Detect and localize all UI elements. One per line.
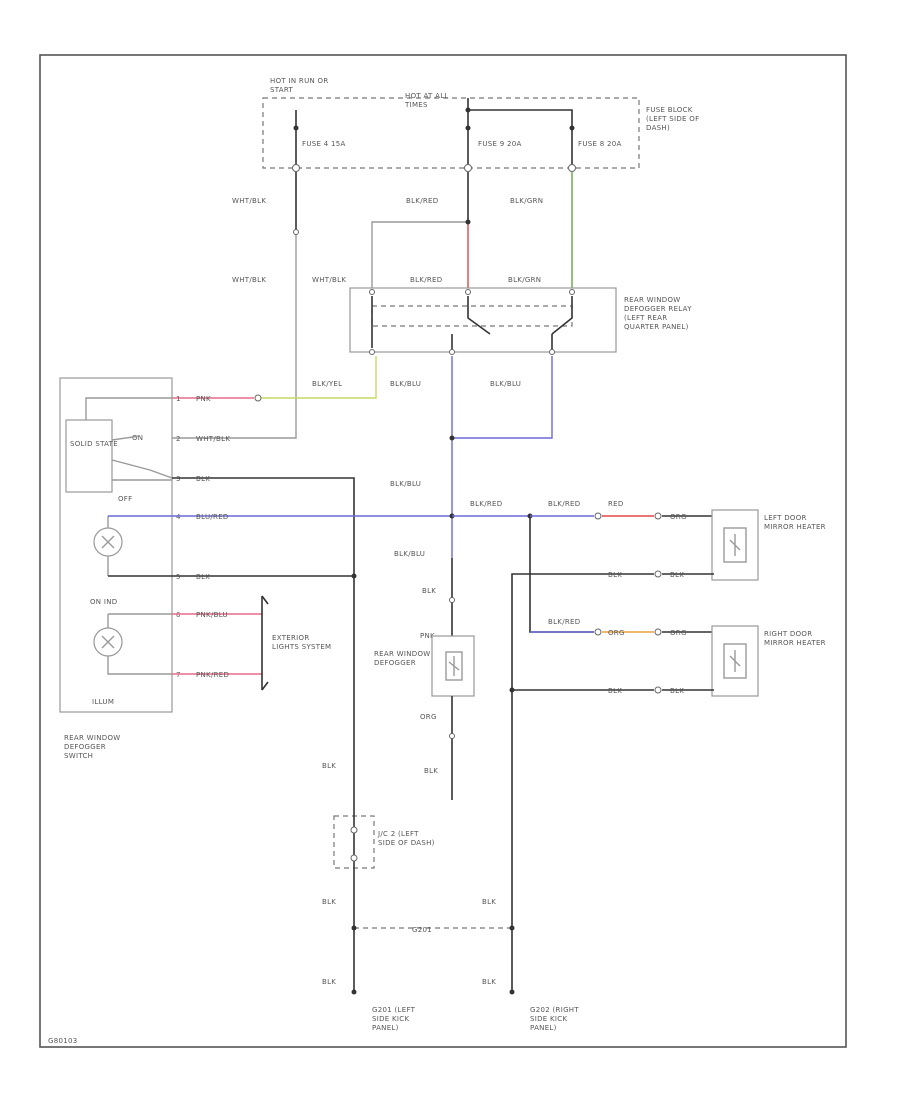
solid-state-label: SOLID STATE bbox=[70, 440, 118, 448]
switch-on-label: ON bbox=[132, 434, 143, 442]
wire-label-org-def: ORG bbox=[420, 713, 437, 721]
wire-label-blk-red-4: BLK/RED bbox=[548, 500, 580, 508]
fuse-8-label: FUSE 8 20A bbox=[578, 140, 622, 148]
fuse-9-terminal bbox=[464, 164, 472, 172]
wire-label-blk-g3: BLK bbox=[322, 978, 336, 986]
wire-label-blk-red-1: BLK/RED bbox=[406, 197, 438, 205]
wire-blk-blu-return bbox=[452, 356, 553, 439]
wire-label-wht-blk-2: WHT/BLK bbox=[232, 276, 266, 284]
wire-label-pnk-blu: PNK/BLU bbox=[196, 611, 228, 619]
wire-relay-feed bbox=[371, 221, 468, 288]
switch-illum-label: ILLUM bbox=[92, 698, 114, 706]
ground-mid-label: G201 bbox=[412, 926, 432, 934]
pin-7: 7 bbox=[176, 671, 181, 679]
wire-label-blk-gnd-2: BLK bbox=[670, 571, 684, 579]
wire-label-blk-jc: BLK bbox=[322, 762, 336, 770]
wire-label-blk-red-5: BLK/RED bbox=[548, 618, 580, 626]
wire-label-blk-blu-3: BLK/BLU bbox=[390, 480, 421, 488]
fuse-8-terminal bbox=[568, 164, 576, 172]
wire-label-blk-g2: BLK bbox=[482, 898, 496, 906]
wire-label-blk-blu-2: BLK/BLU bbox=[490, 380, 521, 388]
wire-label-blk-blu-1: BLK/BLU bbox=[390, 380, 421, 388]
wire-label-blk-g4: BLK bbox=[482, 978, 496, 986]
wire-blk-ground bbox=[172, 477, 355, 812]
fuse-9-label: FUSE 9 20A bbox=[478, 140, 522, 148]
wire-label-blk-gnd-1: BLK bbox=[608, 571, 622, 579]
wire-blk-yel bbox=[260, 356, 377, 399]
wire-label-blk-def-gnd: BLK bbox=[424, 767, 438, 775]
wire-label-blk-blu-4: BLK/BLU bbox=[394, 550, 425, 558]
wire-label-blk-g1: BLK bbox=[322, 898, 336, 906]
pin-6: 6 bbox=[176, 611, 181, 619]
wire-label-pnk-def: PNK bbox=[420, 632, 435, 640]
wire-right-ground-bus bbox=[511, 573, 654, 930]
wire-label-blk-sw: BLK bbox=[196, 475, 210, 483]
pin-1: 1 bbox=[176, 395, 181, 403]
wire-label-blk-grn-1: BLK/GRN bbox=[510, 197, 543, 205]
switch-on-ind-label: ON IND bbox=[90, 598, 117, 606]
pin-2: 2 bbox=[176, 435, 181, 443]
wire-label-wht-blk-1: WHT/BLK bbox=[232, 197, 266, 205]
wire-label-blk-gnd-3: BLK bbox=[608, 687, 622, 695]
wire-label-wht-blk-sw: WHT/BLK bbox=[196, 435, 230, 443]
pin-3: 3 bbox=[176, 475, 181, 483]
wire-label-blk-red-3: BLK/RED bbox=[470, 500, 502, 508]
fuse-4-terminal bbox=[292, 164, 300, 172]
wire-label-pnk-red: PNK/RED bbox=[196, 671, 229, 679]
wire-label-blk-red-2: BLK/RED bbox=[410, 276, 442, 284]
wire-label-blu-red: BLU/RED bbox=[196, 513, 229, 521]
wire-label-red: RED bbox=[608, 500, 624, 508]
wire-wht-blk-switch bbox=[172, 232, 297, 439]
figure-code: G80103 bbox=[48, 1037, 78, 1045]
switch-off-label: OFF bbox=[118, 495, 132, 503]
wire-label-org-2: ORG bbox=[608, 629, 625, 637]
wire-label-blk-grn-2: BLK/GRN bbox=[508, 276, 541, 284]
pin-5: 5 bbox=[176, 573, 181, 581]
wire-label-wht-blk-3: WHT/BLK bbox=[312, 276, 346, 284]
pin-4: 4 bbox=[176, 513, 181, 521]
wire-label-org-1: ORG bbox=[670, 513, 687, 521]
wire-label-blk-yel: BLK/YEL bbox=[312, 380, 342, 388]
fuse-4-label: FUSE 4 15A bbox=[302, 140, 346, 148]
wire-label-blk-ind: BLK bbox=[196, 573, 210, 581]
defogger-switch: SOLID STATE ON OFF ON IND ILLUM 1 2 3 4 … bbox=[59, 377, 181, 760]
wire-label-pnk: PNK bbox=[196, 395, 211, 403]
wire-label-blk-gnd-4: BLK bbox=[670, 687, 684, 695]
wire-label-org-3: ORG bbox=[670, 629, 687, 637]
wire-label-blk-def: BLK bbox=[422, 587, 436, 595]
